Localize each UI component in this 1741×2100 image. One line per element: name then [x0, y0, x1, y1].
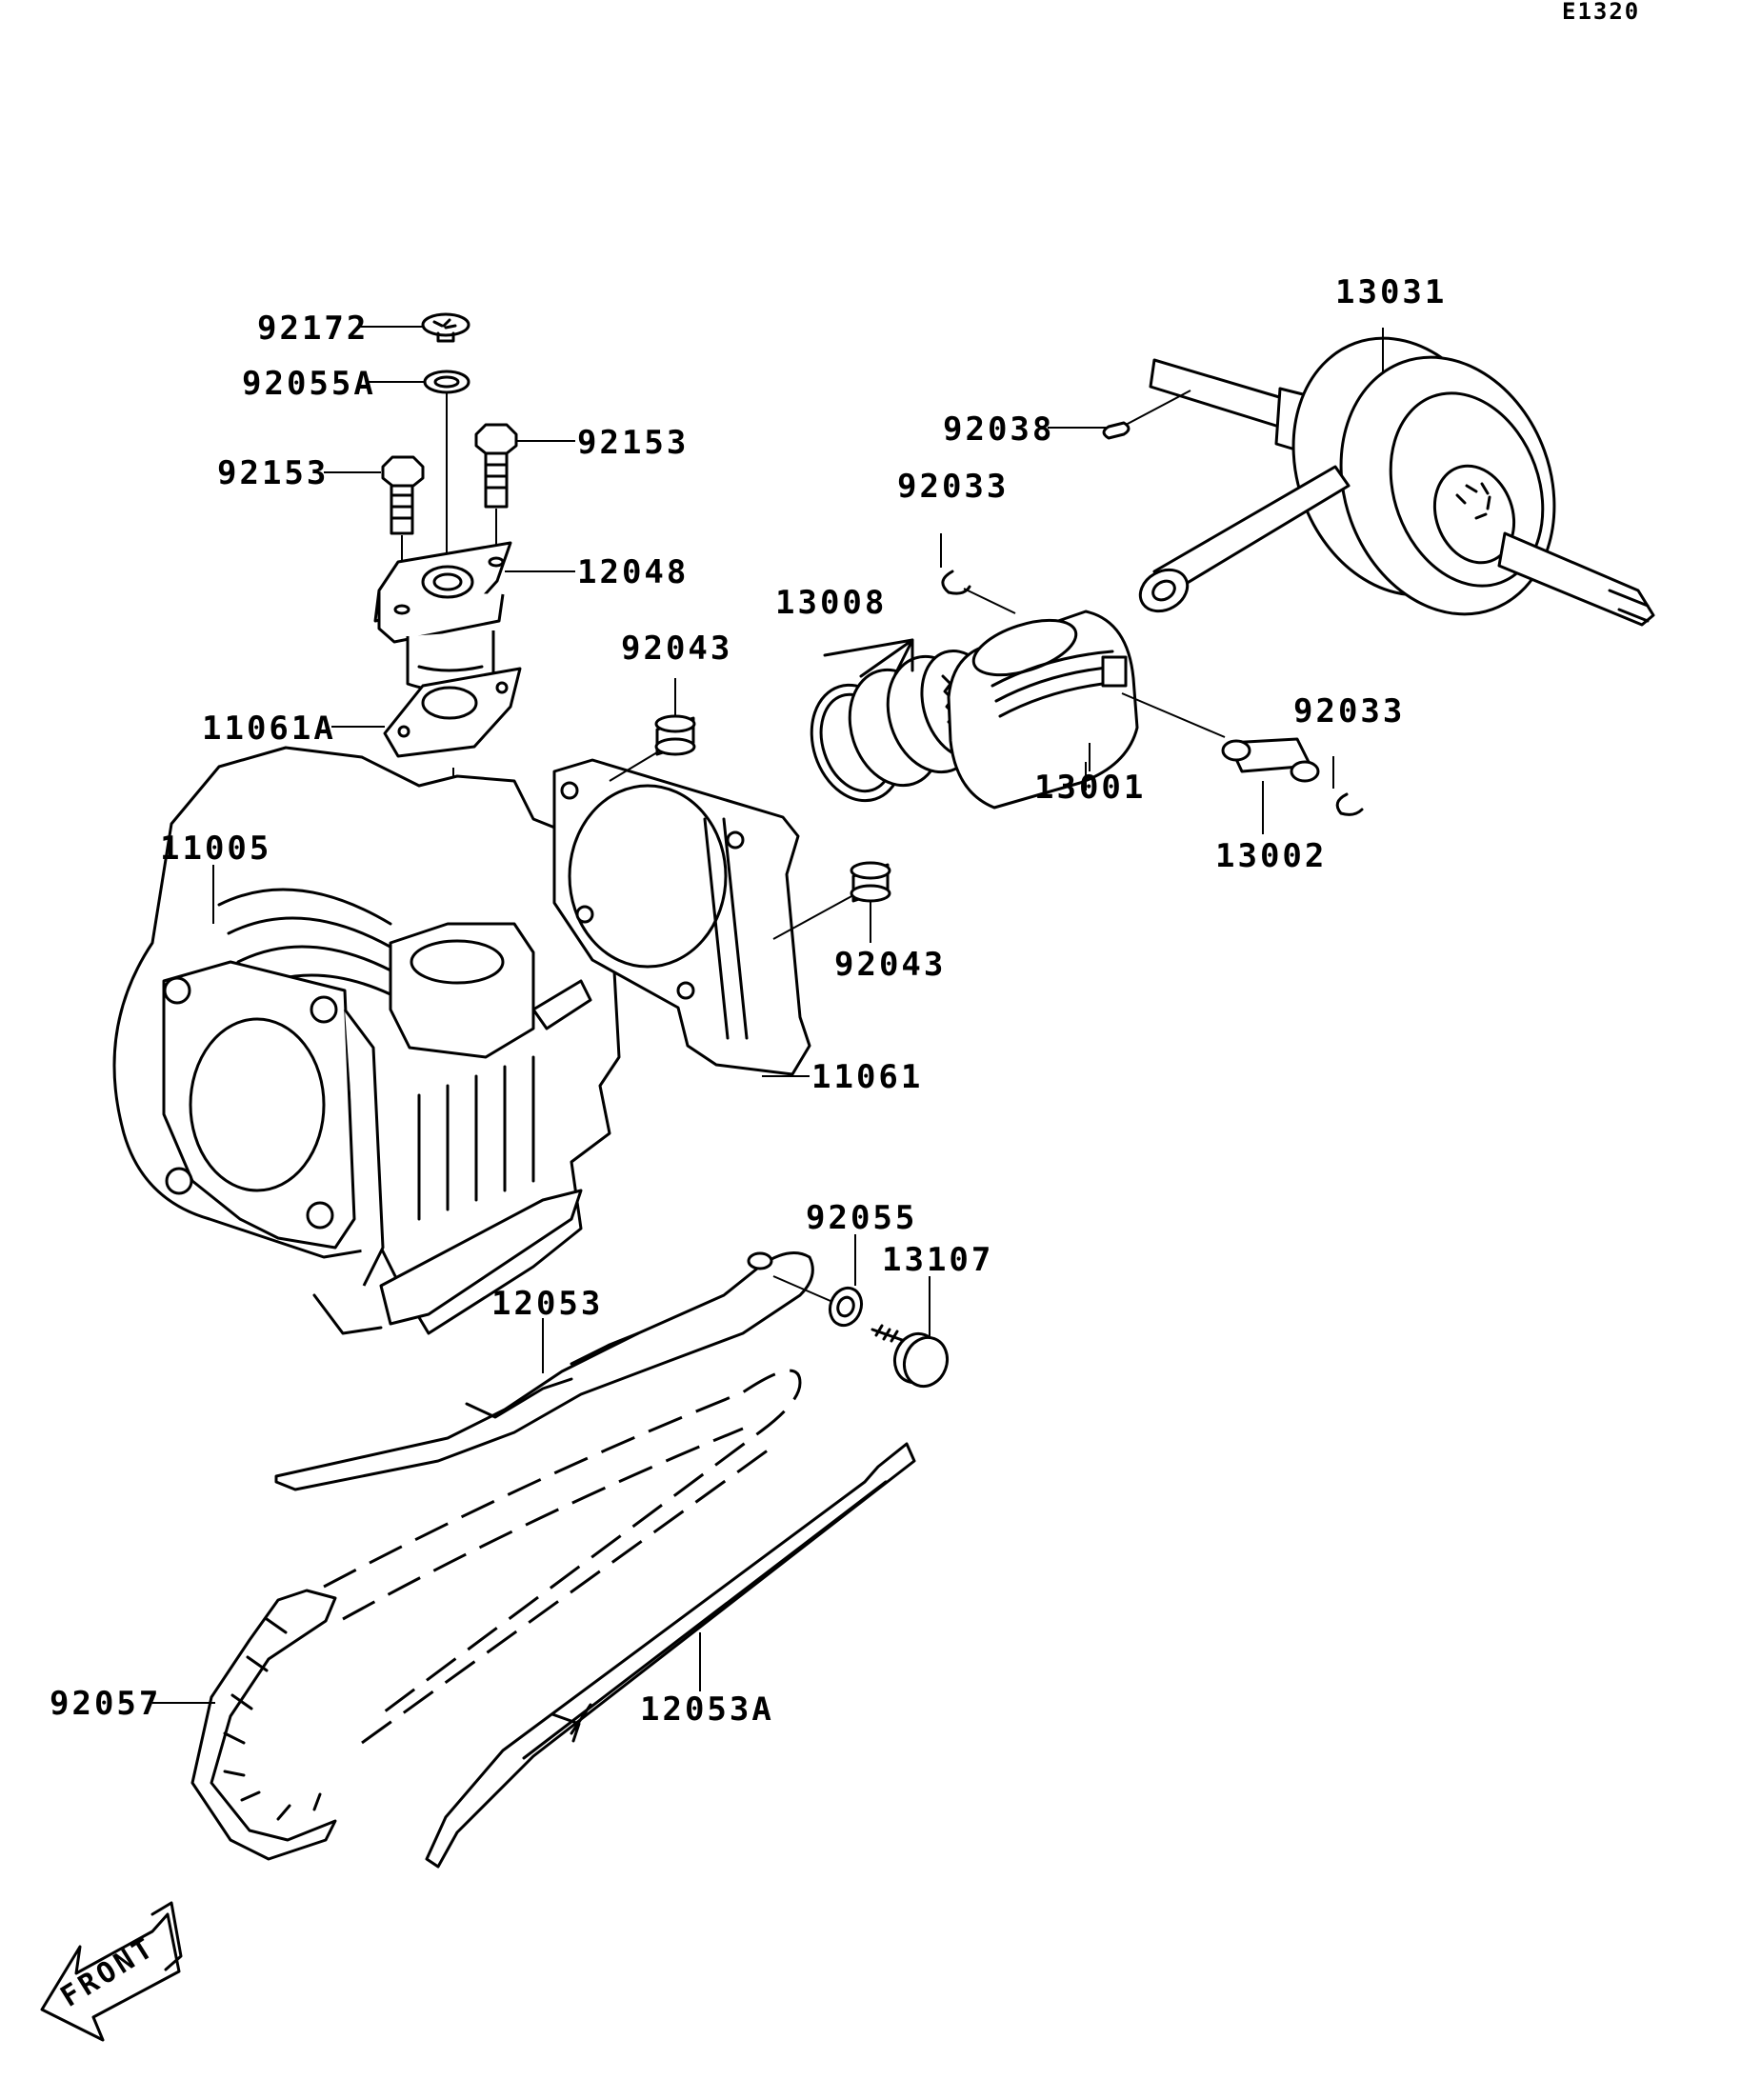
label-92033-right: 92033: [1293, 692, 1405, 730]
crankshaft-13031: [1138, 328, 1655, 627]
screw-92172: [421, 312, 470, 343]
label-11061A: 11061A: [202, 710, 336, 748]
label-12053A: 12053A: [640, 1690, 774, 1729]
cam-chain-92057: [152, 1369, 802, 1861]
label-92043-top: 92043: [621, 630, 732, 668]
bolt-13107: [870, 1276, 950, 1389]
key-92038: [1102, 390, 1191, 440]
label-92033-left: 92033: [897, 468, 1009, 506]
diagram-code: E1320: [1562, 0, 1640, 25]
front-direction-arrow: FRONT: [40, 1901, 183, 2042]
label-92038: 92038: [943, 410, 1054, 449]
label-13008: 13008: [775, 584, 887, 622]
clip-92033-right: [1332, 756, 1364, 816]
label-13001: 13001: [1034, 769, 1146, 807]
bolt-92153-right: [474, 423, 518, 552]
dowel-92043-top: [609, 678, 696, 782]
label-13107: 13107: [882, 1241, 993, 1279]
label-12048: 12048: [577, 553, 689, 591]
label-12053: 12053: [491, 1285, 603, 1323]
label-92055A: 92055A: [242, 365, 376, 403]
chain-guide-12053A: [425, 1442, 916, 1869]
label-92055: 92055: [806, 1199, 917, 1237]
label-92153-left: 92153: [217, 454, 329, 492]
washer-92055: [772, 1234, 864, 1328]
label-92153-right: 92153: [577, 424, 689, 462]
piston-pin-13002: [1121, 692, 1320, 834]
chain-guide-12053: [274, 1251, 814, 1491]
label-92043-bottom: 92043: [834, 946, 946, 984]
label-11061: 11061: [811, 1058, 923, 1096]
cylinder-11005: [112, 746, 621, 1335]
leader-lines: [212, 326, 1107, 1077]
label-92057: 92057: [50, 1685, 161, 1723]
washer-92055A: [423, 370, 470, 394]
label-11005: 11005: [160, 830, 271, 868]
label-13002: 13002: [1215, 837, 1327, 875]
clip-92033-left: [940, 533, 1016, 614]
gasket-11061: [552, 758, 811, 1076]
label-92172: 92172: [257, 310, 369, 348]
dowel-92043-bottom: [772, 861, 891, 943]
gasket-11061A: [383, 667, 522, 758]
label-13031: 13031: [1335, 273, 1447, 311]
